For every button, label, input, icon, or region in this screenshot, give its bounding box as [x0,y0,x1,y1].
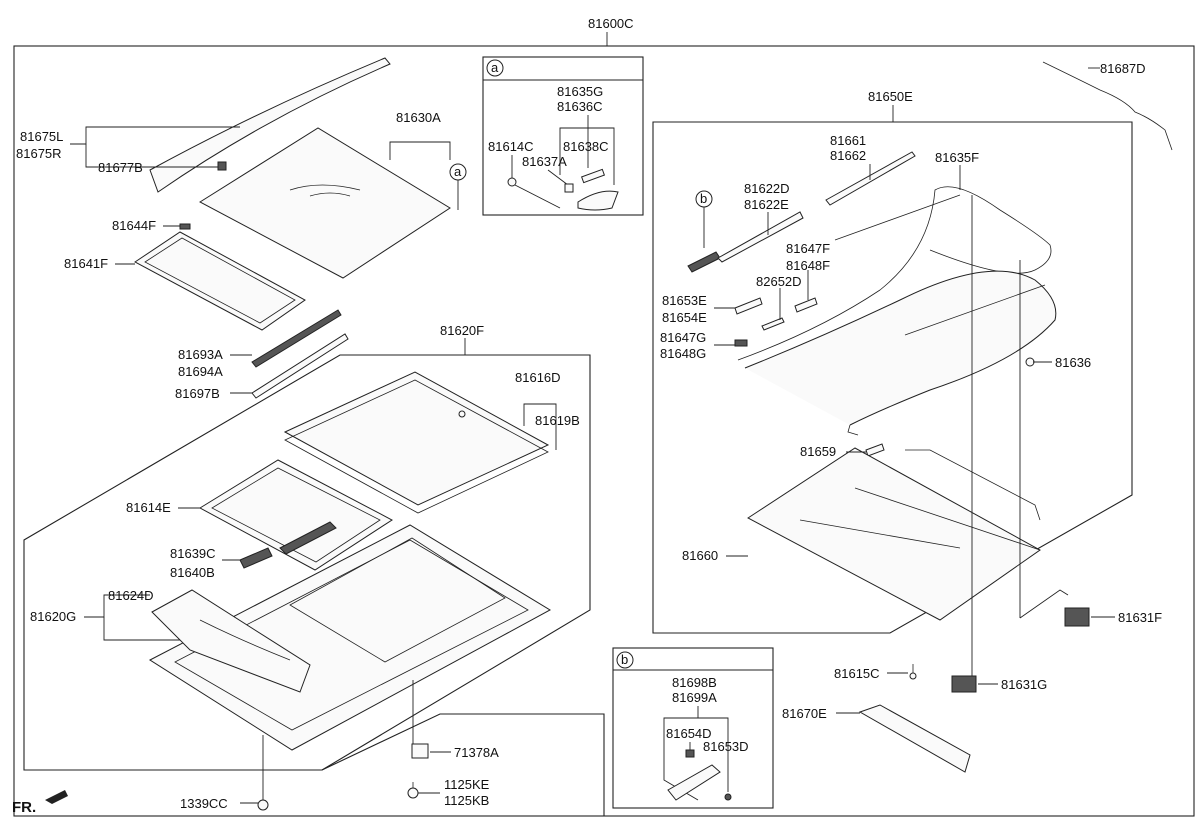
label-81647G: 81647G [660,330,706,345]
label-81619B: 81619B [535,413,580,428]
label-81620G: 81620G [30,609,76,624]
detail-a-marker-circle [486,59,504,77]
label-81693A: 81693A [178,347,223,362]
label-1125KB: 1125KB [444,793,489,808]
label-81661: 81661 [830,133,866,148]
detail-a-label-81636c: 81636C [557,99,603,114]
label-81653E: 81653E [662,293,707,308]
label-81615C: 81615C [834,666,880,681]
detail-b-box [612,647,774,809]
detail-a-label-81638c: 81638C [563,139,609,154]
label-81662: 81662 [830,148,866,163]
label-81650E: 81650E [868,89,913,104]
label-81622D: 81622D [744,181,790,196]
label-81697B: 81697B [175,386,220,401]
detail-b-label-81653d: 81653D [703,739,749,754]
label-81620F: 81620F [440,323,484,338]
label-1125KE: 1125KE [444,777,490,792]
fr-label: FR. [12,799,36,816]
assembly-label: 81600C [588,16,634,31]
label-81640B: 81640B [170,565,215,580]
detail-a-label-81635g: 81635G [557,84,603,99]
label-81675R: 81675R [16,146,62,161]
label-81630A: 81630A [396,110,441,125]
label-81616D: 81616D [515,370,561,385]
label-81677B: 81677B [98,160,143,175]
label-81644F: 81644F [112,218,156,233]
detail-a-marker: a [491,60,499,75]
callout-a-marker: a [454,164,462,179]
label-81614E: 81614E [126,500,171,515]
label-81660: 81660 [682,548,718,563]
label-81670E: 81670E [782,706,827,721]
label-81636: 81636 [1055,355,1091,370]
detail-b-label-81698b: 81698B [672,675,717,690]
label-81639C: 81639C [170,546,216,561]
label-71378A: 71378A [454,745,499,760]
label-81654E: 81654E [662,310,707,325]
label-81675L: 81675L [20,129,63,144]
front-arrow-icon [45,790,68,804]
callout-b-marker: b [700,191,707,206]
detail-a-label-81614c: 81614C [488,139,534,154]
detail-b-marker-circle [616,651,634,669]
detail-b-label-81699a: 81699A [672,690,717,705]
detail-b-marker: b [621,652,628,667]
label-81624D: 81624D [108,588,154,603]
label-81694A: 81694A [178,364,223,379]
label-81647F: 81647F [786,241,830,256]
label-81687D: 81687D [1100,61,1146,76]
label-81648F: 81648F [786,258,830,273]
label-81659: 81659 [800,444,836,459]
label-81622E: 81622E [744,197,789,212]
detail-b-label-81654d: 81654D [666,726,712,741]
label-81648G: 81648G [660,346,706,361]
label-81641F: 81641F [64,256,108,271]
detail-a-label-81637a: 81637A [522,154,567,169]
label-81631F: 81631F [1118,610,1162,625]
label-82652D: 82652D [756,274,802,289]
label-81631G: 81631G [1001,677,1047,692]
label-81635F: 81635F [935,150,979,165]
label-1339CC: 1339CC [180,796,228,811]
detail-a-box [482,56,644,216]
